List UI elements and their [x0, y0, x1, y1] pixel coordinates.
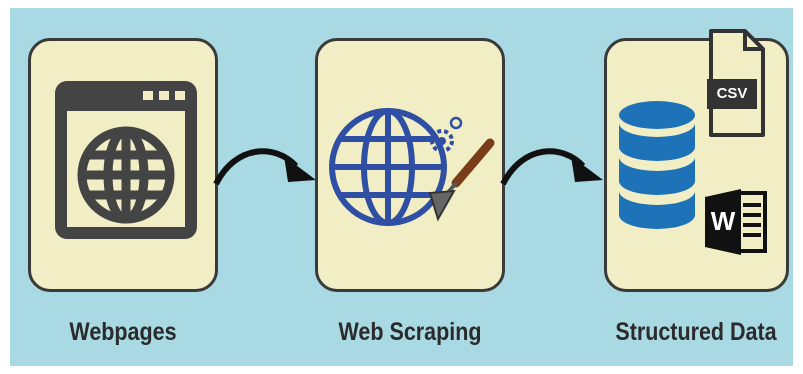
structured-data-label: Structured Data — [615, 318, 777, 346]
arrow-right-icon — [213, 148, 316, 186]
word-badge-text: W — [710, 206, 736, 236]
trowel-icon — [428, 138, 495, 222]
globe-gear-trowel-icon — [329, 108, 495, 226]
arrow-right-icon — [500, 148, 603, 186]
web-scraping-label: Web Scraping — [338, 318, 482, 346]
web-scraping-step-box — [315, 38, 505, 292]
csv-badge-text: CSV — [716, 85, 748, 102]
webpages-step-box — [28, 38, 218, 292]
word-document-icon — [705, 189, 767, 255]
gear-icon — [430, 116, 463, 153]
browser-globe-icon — [55, 81, 197, 239]
structured-data-step-box: CSV W — [604, 29, 789, 292]
database-icon — [619, 101, 695, 229]
webpages-label: Webpages — [69, 318, 177, 346]
csv-file-icon — [707, 29, 765, 137]
